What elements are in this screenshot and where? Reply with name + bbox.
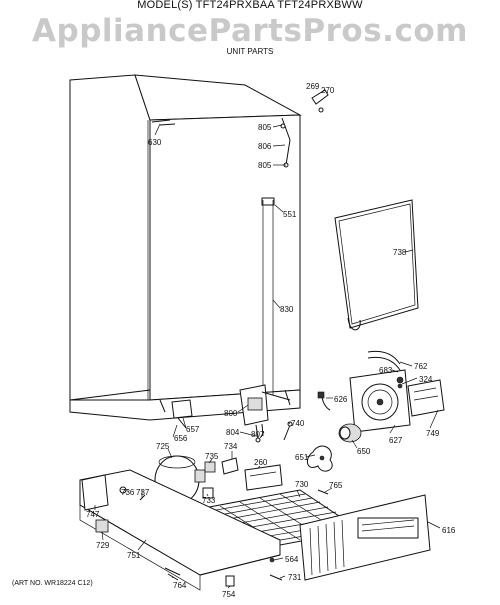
callout-683: 683 [379,366,393,375]
callout-616: 616 [442,526,456,535]
callout-labels: 269 270 630 805 806 805 551 738 830 683 … [86,82,456,599]
callout-725: 725 [156,442,170,451]
drain-pan-bracket [244,464,283,491]
grille-panel [299,494,431,581]
callout-657: 657 [186,425,200,434]
callout-269: 269 [306,82,320,91]
clip-part [311,89,329,113]
callout-733: 733 [202,496,216,505]
callout-656: 656 [174,434,188,443]
callout-805-top: 805 [258,123,272,132]
callout-765: 765 [329,481,343,490]
callout-729: 729 [96,541,110,550]
callout-805-bottom: 805 [258,161,272,170]
callout-751: 751 [127,551,141,560]
callout-740: 740 [291,419,305,428]
callout-807: 807 [251,430,265,439]
section-title: UNIT PARTS [226,47,274,56]
callout-551: 551 [283,210,297,219]
callout-630: 630 [148,138,162,147]
callout-754: 754 [222,590,236,599]
art-number: (ART NO. WR18224 C12) [12,580,93,587]
valve-bracket [239,384,291,443]
callout-747: 747 [86,510,100,519]
callout-leaders [94,123,441,589]
condenser-frame [334,199,419,331]
callout-738: 738 [393,248,407,257]
callout-764: 764 [173,581,187,590]
callout-762: 762 [414,362,428,371]
hardware-parts [164,557,283,587]
callout-804: 804 [226,428,240,437]
callout-730: 730 [295,480,309,489]
power-cord [317,391,331,411]
callout-806: 806 [258,142,272,151]
callout-260: 260 [254,458,268,467]
callout-734: 734 [224,442,238,451]
watermark-logo: AppliancePartsPros.com [32,13,468,49]
callout-627: 627 [389,436,403,445]
callout-650: 650 [357,447,371,456]
callout-626: 626 [334,395,348,404]
model-heading: MODEL(S) TFT24PRXBAA TFT24PRXBWW [137,0,363,11]
callout-270: 270 [321,86,335,95]
fan-motor [306,423,362,472]
small-bracket [171,399,193,429]
refrigerator-cabinet [69,74,302,421]
callout-830: 830 [280,305,294,314]
start-capacitor [95,519,109,533]
base-pan [79,469,281,591]
callout-800: 800 [224,409,238,418]
overload-clip [221,457,239,475]
callout-324: 324 [419,375,433,384]
side-bracket [81,474,146,511]
callout-736: 736 [121,488,135,497]
fan-assembly [349,350,445,433]
callout-651: 651 [295,453,309,462]
callout-749: 749 [426,429,440,438]
callout-564: 564 [285,555,299,564]
callout-735: 735 [205,452,219,461]
callout-737: 737 [136,488,150,497]
callout-731: 731 [288,573,302,582]
clip-765 [317,489,329,495]
